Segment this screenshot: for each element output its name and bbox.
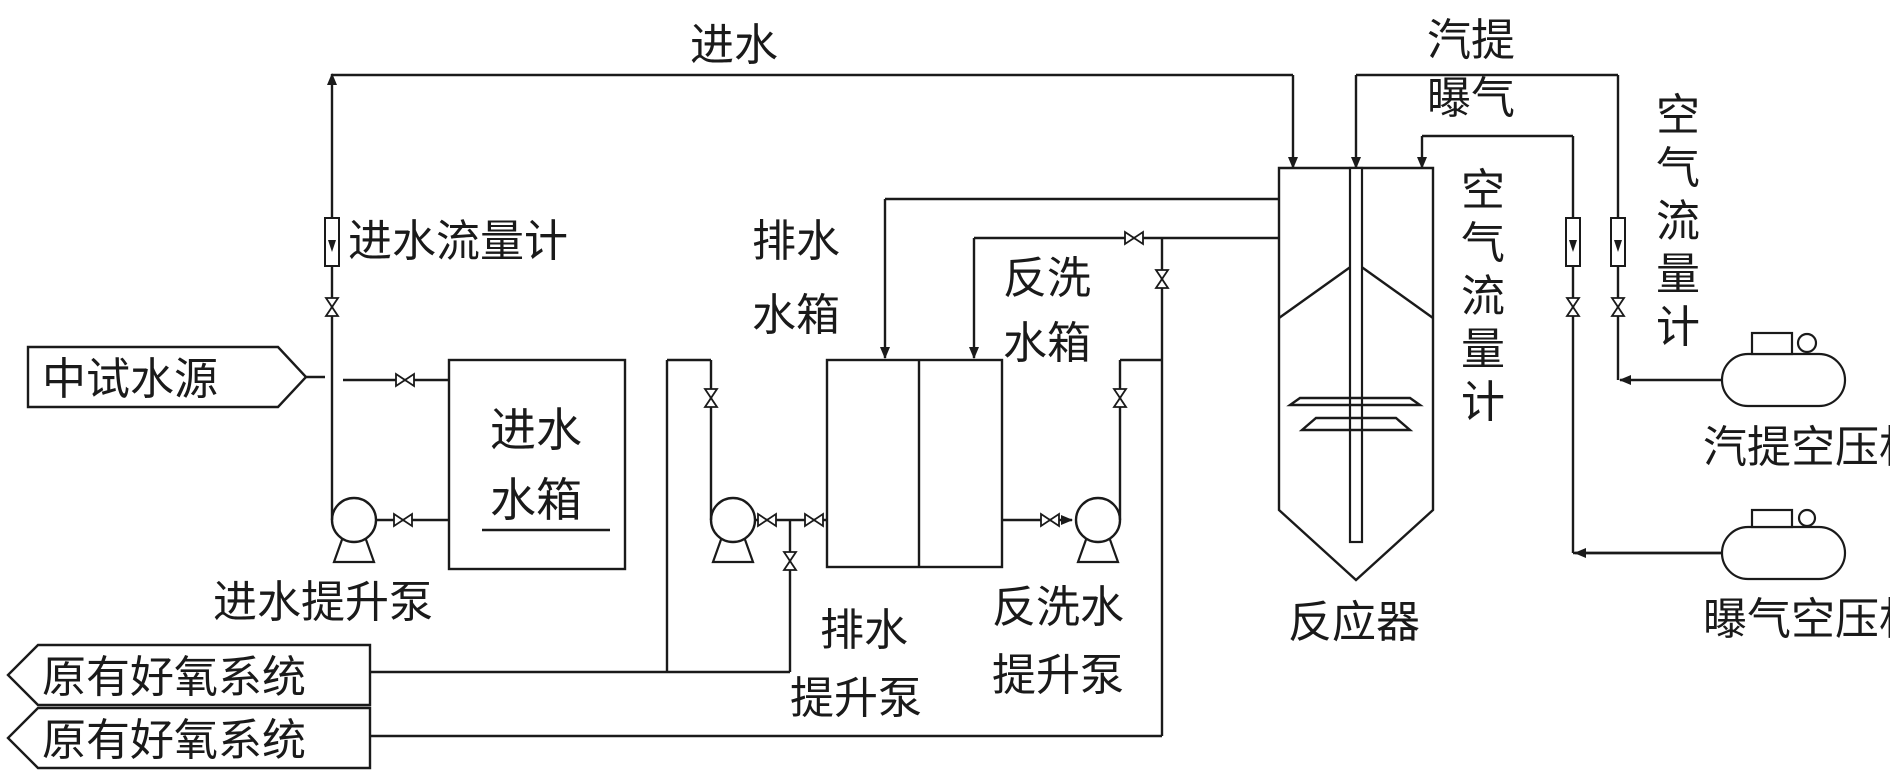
influent-pump-icon bbox=[330, 496, 378, 564]
influent-tank-label-2: 水箱 bbox=[490, 473, 582, 527]
stripping-label-1: 汽提 bbox=[1427, 15, 1515, 66]
svg-text:气: 气 bbox=[1461, 218, 1505, 269]
reactor: 反应器 bbox=[1277, 166, 1435, 648]
source-valve bbox=[395, 373, 415, 387]
air-flowmeter-label-right: 空 气 流 量 计 bbox=[1656, 90, 1700, 353]
stripping-flowmeter-icon bbox=[1610, 217, 1626, 267]
aeration-compressor-icon bbox=[1720, 508, 1847, 581]
drain-pump-outlet-valve bbox=[704, 388, 718, 408]
svg-text:量: 量 bbox=[1461, 324, 1505, 375]
svg-text:空: 空 bbox=[1461, 165, 1505, 216]
drain-branch-valve bbox=[783, 551, 797, 571]
svg-text:计: 计 bbox=[1461, 377, 1505, 428]
backwash-pump-label-1: 反洗水 bbox=[992, 582, 1124, 633]
air-flowmeter-label-left: 空 气 流 量 计 bbox=[1461, 165, 1505, 428]
water-source-label: 中试水源 bbox=[42, 354, 218, 405]
outlet-system-tag-1: 原有好氧系统 bbox=[6, 643, 372, 707]
outlet-system-tag-2: 原有好氧系统 bbox=[6, 706, 372, 770]
aeration-compressor-label: 曝气空压机 bbox=[1703, 594, 1890, 645]
aeration-flowmeter-icon bbox=[1565, 217, 1581, 267]
stripping-label-2: 曝气 bbox=[1427, 73, 1515, 124]
backwash-pump-icon bbox=[1074, 496, 1122, 564]
drain-pump-valve-1 bbox=[757, 513, 777, 527]
drain-pump-label-1: 排水 bbox=[820, 605, 908, 656]
influent-tank-label-1: 进水 bbox=[490, 403, 582, 457]
stripping-compressor-icon bbox=[1720, 331, 1847, 408]
backwash-riser-valve bbox=[1155, 269, 1169, 289]
backwash-top-valve bbox=[1124, 231, 1144, 245]
backwash-tank-label-2: 水箱 bbox=[1003, 318, 1091, 369]
backwash-pump-inlet-valve bbox=[1040, 513, 1060, 527]
aeration-valve bbox=[1566, 297, 1580, 317]
influent-pump-label: 进水提升泵 bbox=[213, 577, 433, 628]
svg-text:流: 流 bbox=[1656, 196, 1700, 247]
drain-pump-icon bbox=[709, 496, 757, 564]
influent-tank: 进水 水箱 bbox=[447, 358, 627, 571]
stripping-compressor-label: 汽提空压机 bbox=[1703, 422, 1890, 473]
influent-flowmeter-icon bbox=[324, 217, 340, 267]
influent-line-label: 进水 bbox=[690, 20, 778, 71]
reactor-label: 反应器 bbox=[1288, 597, 1420, 648]
drain-tank-label-1: 排水 bbox=[752, 216, 840, 267]
stripping-valve bbox=[1611, 297, 1625, 317]
pump-inlet-valve bbox=[393, 513, 413, 527]
outlet-system-label-2: 原有好氧系统 bbox=[42, 715, 306, 766]
backwash-pump-label-2: 提升泵 bbox=[992, 650, 1124, 701]
outlet-system-label-1: 原有好氧系统 bbox=[42, 652, 306, 703]
influent-flowmeter-label: 进水流量计 bbox=[348, 216, 568, 267]
influent-riser-valve bbox=[325, 297, 339, 317]
water-source-tag: 中试水源 bbox=[26, 345, 308, 409]
drain-tank-label-2: 水箱 bbox=[752, 290, 840, 341]
backwash-pump-outlet-valve bbox=[1113, 388, 1127, 408]
svg-text:流: 流 bbox=[1461, 271, 1505, 322]
svg-text:空: 空 bbox=[1656, 90, 1700, 141]
backwash-tank-label-1: 反洗 bbox=[1003, 253, 1091, 304]
drain-pump-label-2: 提升泵 bbox=[790, 673, 922, 724]
svg-text:计: 计 bbox=[1656, 302, 1700, 353]
drain-backwash-tank bbox=[825, 358, 1004, 569]
drain-pump-valve-2 bbox=[804, 513, 824, 527]
svg-text:量: 量 bbox=[1656, 249, 1700, 300]
svg-text:气: 气 bbox=[1656, 143, 1700, 194]
